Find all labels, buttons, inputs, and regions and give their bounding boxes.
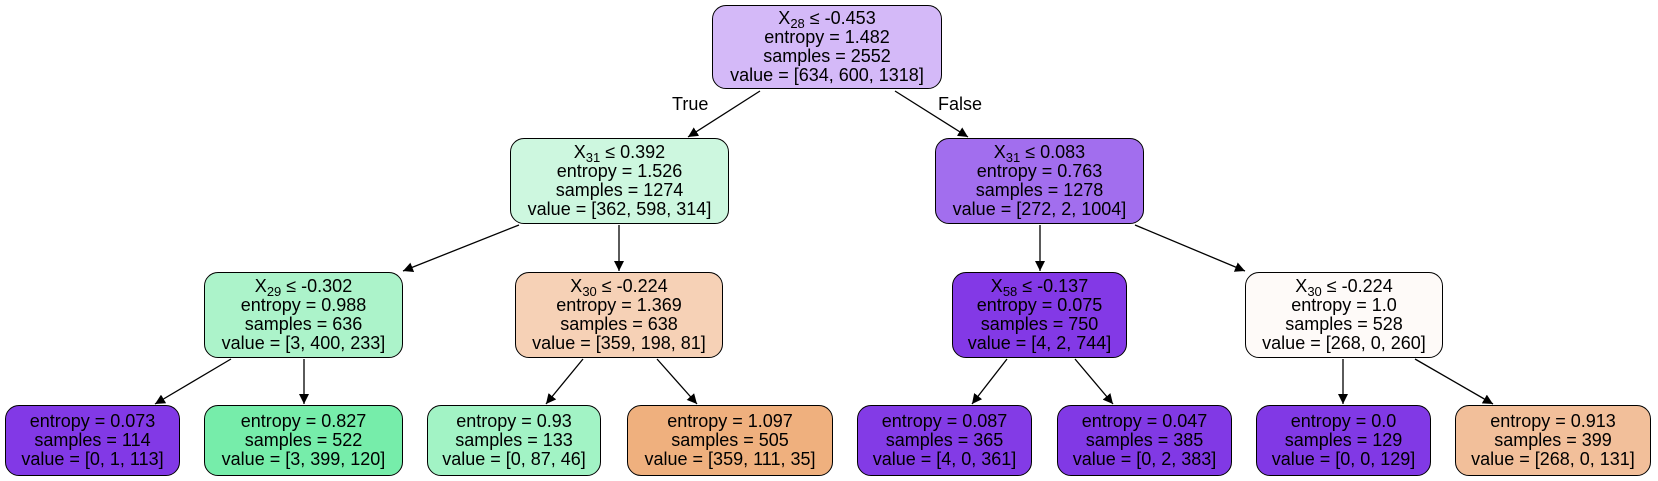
samples-text: samples = 385 <box>1085 430 1204 450</box>
value-text: value = [359, 111, 35] <box>644 449 816 469</box>
value-text: value = [634, 600, 1318] <box>730 65 924 85</box>
value-text: value = [359, 198, 81] <box>532 333 706 353</box>
tree-edge-arrow <box>971 358 1008 405</box>
value-text: value = [3, 400, 233] <box>221 333 386 353</box>
tree-edge-arrow <box>1414 358 1494 405</box>
samples-text: samples = 1278 <box>975 180 1104 200</box>
tree-node-left: X31 ≤ 0.392 entropy = 1.526 samples = 12… <box>510 138 729 224</box>
tree-leaf: entropy = 0.93 samples = 133 value = [0,… <box>427 405 601 476</box>
value-text: value = [0, 0, 129] <box>1271 449 1416 469</box>
samples-text: samples = 114 <box>34 430 151 450</box>
entropy-text: entropy = 0.073 <box>29 411 156 431</box>
tree-edge-arrow <box>1074 358 1114 405</box>
value-text: value = [0, 1, 113] <box>21 449 164 469</box>
split-condition: X58 ≤ -0.137 <box>990 276 1089 299</box>
samples-text: samples = 636 <box>244 314 363 334</box>
tree-node-right: X31 ≤ 0.083 entropy = 0.763 samples = 12… <box>935 138 1144 224</box>
entropy-text: entropy = 1.097 <box>667 411 793 431</box>
samples-text: samples = 750 <box>980 314 1099 334</box>
samples-text: samples = 505 <box>671 430 789 450</box>
edge-label-true: True <box>672 94 709 114</box>
tree-edge-arrow <box>894 90 969 138</box>
tree-node-left-right: X30 ≤ -0.224 entropy = 1.369 samples = 6… <box>515 272 723 358</box>
samples-text: samples = 399 <box>1494 430 1612 450</box>
tree-leaf: entropy = 0.087 samples = 365 value = [4… <box>857 405 1032 476</box>
value-text: value = [0, 2, 383] <box>1072 449 1217 469</box>
samples-text: samples = 129 <box>1284 430 1403 450</box>
entropy-text: entropy = 0.763 <box>976 161 1103 181</box>
split-condition: X31 ≤ 0.083 <box>993 142 1086 165</box>
entropy-text: entropy = 0.047 <box>1081 411 1208 431</box>
value-text: value = [362, 598, 314] <box>527 199 712 219</box>
value-text: value = [272, 2, 1004] <box>952 199 1127 219</box>
samples-text: samples = 522 <box>244 430 363 450</box>
entropy-text: entropy = 0.0 <box>1290 411 1397 431</box>
entropy-text: entropy = 1.482 <box>764 27 890 47</box>
value-text: value = [268, 0, 260] <box>1262 333 1426 353</box>
tree-node-right-left: X58 ≤ -0.137 entropy = 0.075 samples = 7… <box>952 272 1127 358</box>
entropy-text: entropy = 1.0 <box>1291 295 1397 315</box>
tree-leaf: entropy = 0.913 samples = 399 value = [2… <box>1455 405 1651 476</box>
tree-edge-arrow <box>1134 224 1246 272</box>
value-text: value = [268, 0, 131] <box>1471 449 1635 469</box>
split-condition: X28 ≤ -0.453 <box>778 8 876 31</box>
entropy-text: entropy = 0.93 <box>456 411 572 431</box>
entropy-text: entropy = 0.913 <box>1490 411 1616 431</box>
tree-edge-arrow <box>154 358 232 405</box>
tree-edge-arrow <box>402 224 520 272</box>
tree-node-root: X28 ≤ -0.453 entropy = 1.482 samples = 2… <box>712 5 942 89</box>
tree-node-left-left: X29 ≤ -0.302 entropy = 0.988 samples = 6… <box>204 272 403 358</box>
entropy-text: entropy = 0.075 <box>976 295 1103 315</box>
entropy-text: entropy = 0.087 <box>881 411 1008 431</box>
tree-edge-arrow <box>656 358 698 405</box>
tree-edge-arrow <box>545 358 584 405</box>
split-condition: X30 ≤ -0.224 <box>570 276 668 299</box>
entropy-text: entropy = 0.988 <box>240 295 367 315</box>
value-text: value = [0, 87, 46] <box>442 449 586 469</box>
split-condition: X30 ≤ -0.224 <box>1295 276 1393 299</box>
tree-leaf: entropy = 0.047 samples = 385 value = [0… <box>1057 405 1232 476</box>
edge-label-false: False <box>938 94 983 114</box>
tree-leaf: entropy = 0.0 samples = 129 value = [0, … <box>1256 405 1431 476</box>
entropy-text: entropy = 1.369 <box>556 295 682 315</box>
tree-leaf: entropy = 1.097 samples = 505 value = [3… <box>627 405 833 476</box>
samples-text: samples = 133 <box>455 430 573 450</box>
split-condition: X29 ≤ -0.302 <box>254 276 353 299</box>
samples-text: samples = 528 <box>1285 314 1403 334</box>
entropy-text: entropy = 0.827 <box>240 411 367 431</box>
tree-leaf: entropy = 0.827 samples = 522 value = [3… <box>204 405 403 476</box>
value-text: value = [3, 399, 120] <box>221 449 386 469</box>
samples-text: samples = 1274 <box>555 180 684 200</box>
value-text: value = [4, 0, 361] <box>872 449 1017 469</box>
tree-leaf: entropy = 0.073 samples = 114 value = [0… <box>5 405 180 476</box>
entropy-text: entropy = 1.526 <box>556 161 683 181</box>
value-text: value = [4, 2, 744] <box>967 333 1112 353</box>
tree-node-right-right: X30 ≤ -0.224 entropy = 1.0 samples = 528… <box>1245 272 1443 358</box>
samples-text: samples = 365 <box>885 430 1004 450</box>
tree-edge-arrow <box>687 90 761 138</box>
samples-text: samples = 638 <box>560 314 678 334</box>
split-condition: X31 ≤ 0.392 <box>573 142 666 165</box>
samples-text: samples = 2552 <box>763 46 891 66</box>
